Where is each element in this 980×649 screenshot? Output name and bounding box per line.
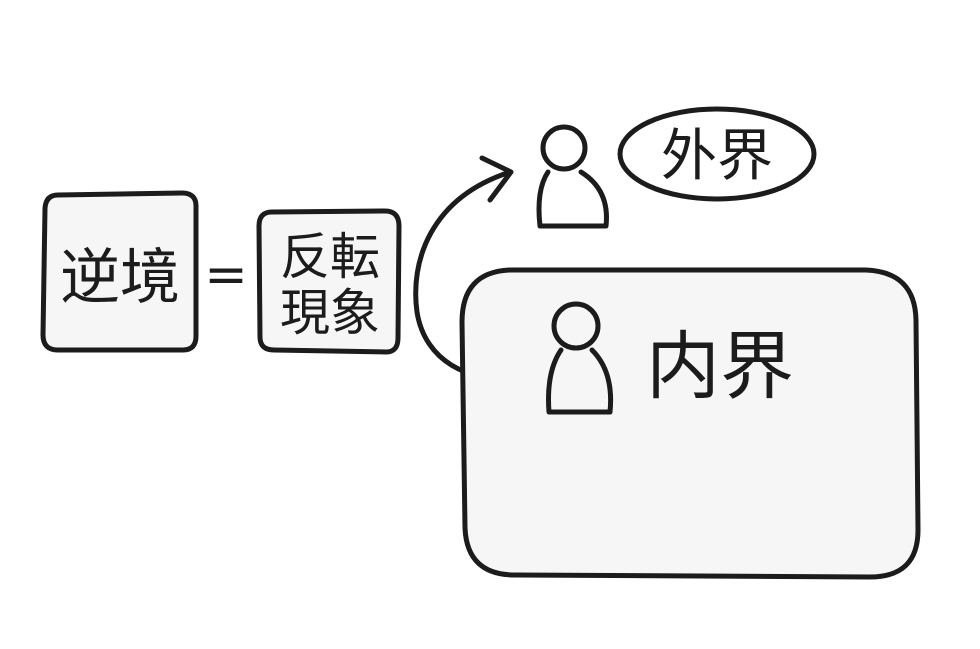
reversal-label-line2: 現象 (280, 284, 380, 342)
equals-sign: = (204, 245, 248, 305)
outer-world-bubble (617, 106, 817, 202)
inner-world-label: 内界 (646, 324, 794, 410)
outer-world-label: 外界 (661, 124, 773, 189)
inner-person-head (551, 301, 601, 351)
adversity-box (40, 190, 199, 353)
outer-person-head (540, 124, 588, 172)
reversal-label-line1: 反転 (280, 228, 380, 286)
reversal-node: 反転 現象 (256, 208, 402, 355)
inner-person-body (546, 347, 614, 415)
adversity-node: 逆境 (40, 190, 199, 353)
reversal-box (256, 208, 402, 355)
arrow-head-icon (479, 155, 514, 203)
outer-person-icon (536, 124, 609, 229)
inner-world-node: 内界 (459, 267, 921, 580)
inner-world-box (459, 267, 921, 580)
outer-person-body (536, 169, 609, 229)
adversity-label: 逆境 (60, 243, 180, 313)
outer-world-node: 外界 (617, 106, 817, 202)
